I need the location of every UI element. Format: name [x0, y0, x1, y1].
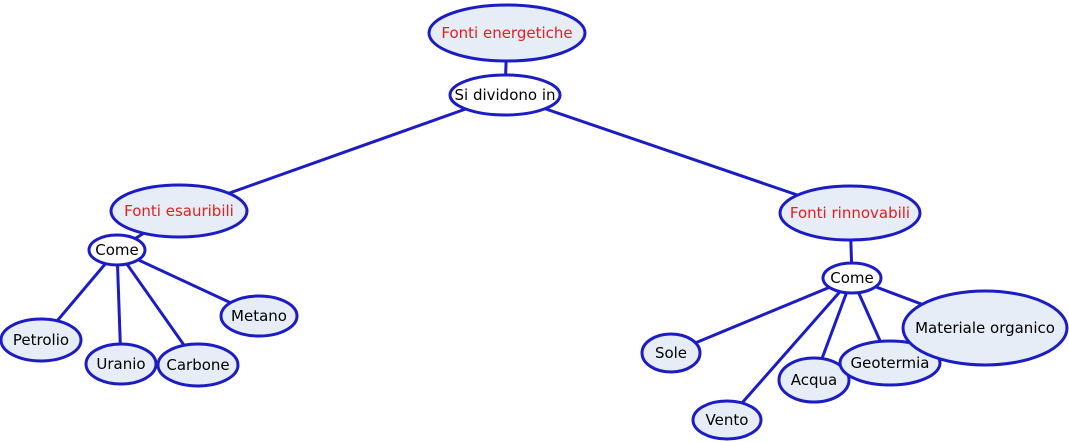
link-come-left[interactable]: Come: [87, 233, 147, 267]
node-sole[interactable]: Sole: [640, 332, 702, 374]
edge-come_right-sole: [669, 276, 854, 355]
svg-text:Si dividono in: Si dividono in: [454, 86, 555, 104]
node-acqua[interactable]: Acqua: [777, 356, 851, 404]
link-come-right[interactable]: Come: [821, 261, 883, 295]
node-fonti-esauribili[interactable]: Fonti esauribili: [109, 183, 249, 239]
node-petrolio[interactable]: Petrolio: [0, 317, 83, 363]
svg-text:Come: Come: [95, 241, 139, 259]
node-metano[interactable]: Metano: [219, 294, 299, 338]
svg-text:Fonti energetiche: Fonti energetiche: [441, 24, 572, 42]
svg-text:Metano: Metano: [231, 307, 287, 325]
svg-text:Fonti rinnovabili: Fonti rinnovabili: [790, 204, 910, 222]
node-carbone[interactable]: Carbone: [156, 342, 240, 388]
node-uranio[interactable]: Uranio: [84, 342, 158, 386]
edge-come_right-vento: [725, 276, 854, 422]
node-materiale-organico[interactable]: Materiale organico: [901, 289, 1069, 367]
svg-text:Sole: Sole: [655, 344, 687, 362]
svg-text:Carbone: Carbone: [166, 356, 229, 374]
node-fonti-energetiche[interactable]: Fonti energetiche: [427, 3, 587, 63]
link-si-dividono-in[interactable]: Si dividono in: [448, 73, 562, 117]
node-fonti-rinnovabili[interactable]: Fonti rinnovabili: [778, 184, 922, 242]
node-vento[interactable]: Vento: [691, 399, 763, 441]
svg-text:Fonti esauribili: Fonti esauribili: [124, 202, 234, 220]
svg-text:Petrolio: Petrolio: [13, 331, 69, 349]
edge-link_main-esauribili: [177, 93, 507, 213]
svg-text:Come: Come: [830, 269, 874, 287]
node-geotermia[interactable]: Geotermia: [838, 339, 942, 387]
svg-text:Vento: Vento: [706, 411, 749, 429]
edge-link_main-rinnovabili: [503, 93, 852, 215]
svg-text:Acqua: Acqua: [791, 371, 837, 389]
svg-text:Geotermia: Geotermia: [850, 354, 929, 372]
svg-text:Materiale organico: Materiale organico: [915, 319, 1055, 337]
svg-text:Uranio: Uranio: [96, 355, 145, 373]
